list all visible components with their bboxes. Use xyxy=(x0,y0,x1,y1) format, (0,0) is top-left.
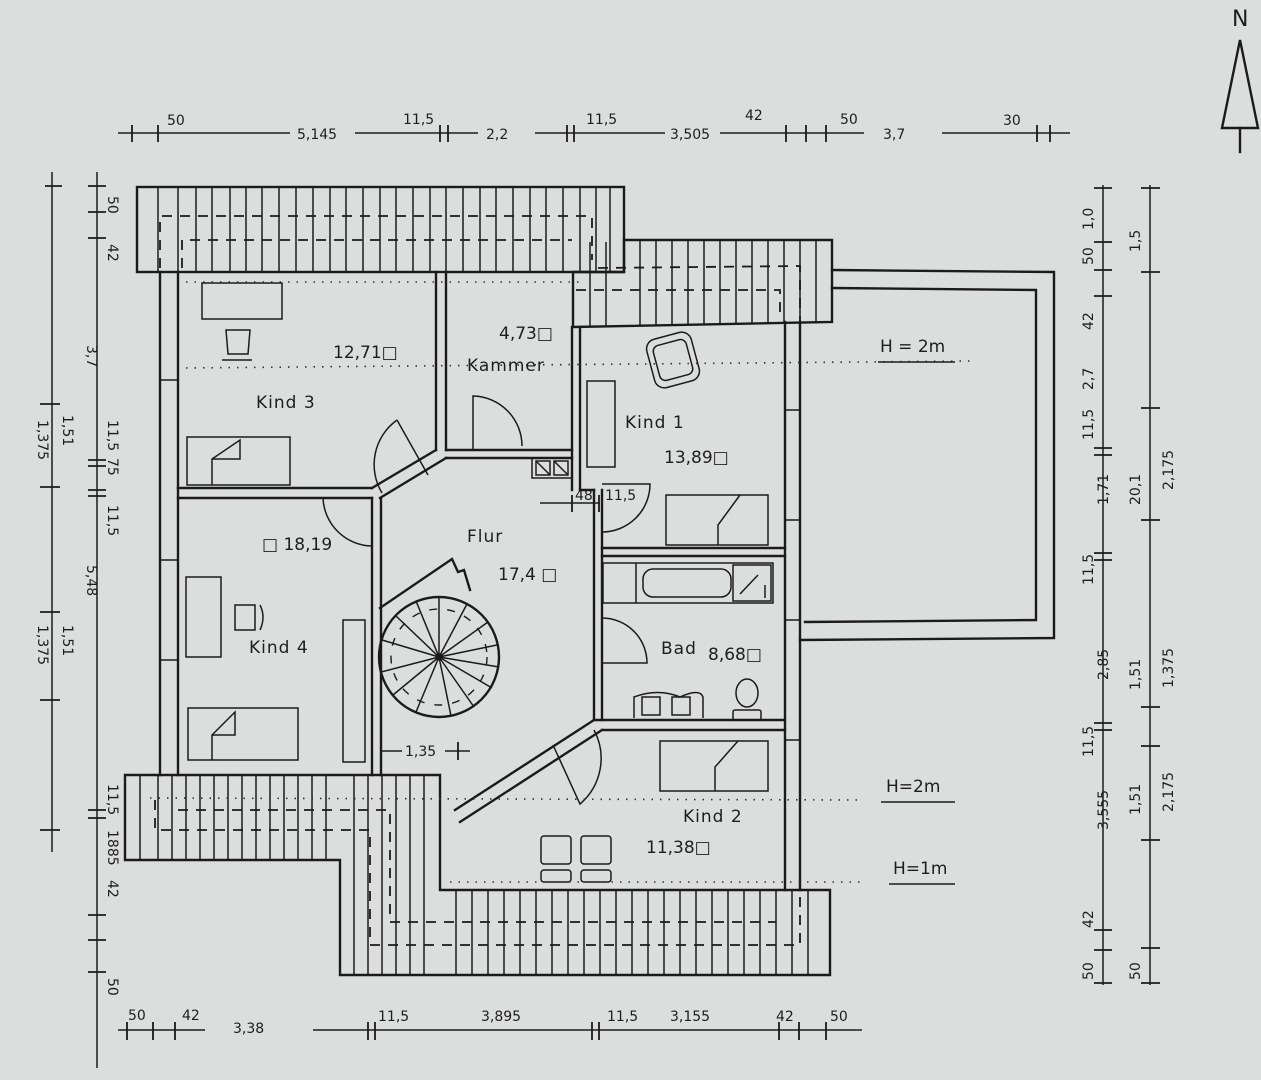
svg-text:42: 42 xyxy=(104,880,120,898)
room-labels: Kind 3 12,71□ 4,73□ Kammer Kind 1 13,89□… xyxy=(249,324,762,858)
svg-text:50: 50 xyxy=(128,1008,146,1024)
svg-text:11,5: 11,5 xyxy=(403,112,434,128)
svg-text:H = 2m: H = 2m xyxy=(880,337,945,357)
svg-text:50: 50 xyxy=(830,1009,848,1025)
svg-text:2,175: 2,175 xyxy=(1161,450,1177,490)
svg-text:3,155: 3,155 xyxy=(670,1009,710,1025)
svg-text:11,5: 11,5 xyxy=(586,112,617,128)
room-kind4: □ 18,19 Kind 4 xyxy=(249,535,332,658)
svg-text:1885: 1885 xyxy=(104,830,120,866)
room-kind1: Kind 1 13,89□ xyxy=(625,413,729,468)
svg-text:2,175: 2,175 xyxy=(1161,772,1177,812)
room-bad: Bad 8,68□ xyxy=(661,639,762,665)
room-kammer: 4,73□ Kammer xyxy=(467,324,553,376)
svg-text:3,38: 3,38 xyxy=(233,1021,264,1037)
svg-text:Kind 1: Kind 1 xyxy=(625,413,685,433)
svg-text:1,5: 1,5 xyxy=(1128,230,1144,252)
svg-text:1,71: 1,71 xyxy=(1096,474,1112,505)
room-flur: Flur 17,4 □ xyxy=(467,527,557,585)
svg-text:17,4 □: 17,4 □ xyxy=(498,565,557,585)
svg-text:H=1m: H=1m xyxy=(893,859,947,879)
ceiling-height-lines xyxy=(149,281,971,883)
dimension-line-right: 1,0 50 42 2,7 11,5 1,71 11,5 2,85 11,5 3… xyxy=(1081,185,1177,985)
svg-text:50: 50 xyxy=(840,112,858,128)
svg-text:□ 18,19: □ 18,19 xyxy=(262,535,332,555)
svg-text:1,51: 1,51 xyxy=(1128,659,1144,690)
svg-text:2,7: 2,7 xyxy=(1081,368,1097,390)
dimension-line-top: 50 5,145 11,5 2,2 11,5 3,505 42 50 3,7 3… xyxy=(118,108,1070,143)
svg-text:42: 42 xyxy=(182,1008,200,1024)
north-arrow-icon: N xyxy=(1220,7,1260,154)
svg-text:2,2: 2,2 xyxy=(486,127,508,143)
svg-text:11,5: 11,5 xyxy=(104,784,120,815)
svg-text:H=2m: H=2m xyxy=(886,777,940,797)
svg-text:13,89□: 13,89□ xyxy=(664,448,729,468)
svg-text:42: 42 xyxy=(1081,312,1097,330)
svg-text:11,5: 11,5 xyxy=(104,420,120,451)
svg-text:Bad: Bad xyxy=(661,639,697,659)
svg-text:50: 50 xyxy=(1081,962,1097,980)
roof-overhang-top-left xyxy=(135,185,626,274)
svg-text:1,375: 1,375 xyxy=(34,625,50,665)
svg-text:Kammer: Kammer xyxy=(467,356,545,376)
svg-text:11,5: 11,5 xyxy=(607,1009,638,1025)
svg-text:2,85: 2,85 xyxy=(1096,649,1112,680)
svg-text:3,505: 3,505 xyxy=(670,127,710,143)
svg-text:1,375: 1,375 xyxy=(34,420,50,460)
svg-text:3,7: 3,7 xyxy=(83,345,99,367)
svg-text:50: 50 xyxy=(104,196,120,214)
svg-text:20,1: 20,1 xyxy=(1128,474,1144,505)
interior-dimensions: 48 11,5 1,35 xyxy=(381,488,636,760)
roof-overhang-top-right xyxy=(571,238,834,329)
svg-text:48: 48 xyxy=(575,488,593,504)
svg-text:5,48: 5,48 xyxy=(83,565,99,596)
svg-text:3,555: 3,555 xyxy=(1096,790,1112,830)
dimension-line-bottom: 50 42 3,38 11,5 3,895 11,5 3,155 42 50 xyxy=(118,1008,862,1040)
exterior-walls xyxy=(158,270,802,892)
doors xyxy=(322,395,651,806)
svg-text:Flur: Flur xyxy=(467,527,503,547)
svg-text:3,895: 3,895 xyxy=(481,1009,521,1025)
svg-text:1,375: 1,375 xyxy=(1161,648,1177,688)
svg-text:3,7: 3,7 xyxy=(883,127,905,143)
svg-text:42: 42 xyxy=(745,108,763,124)
spiral-staircase xyxy=(377,557,501,719)
svg-text:30: 30 xyxy=(1003,113,1021,129)
svg-text:1,51: 1,51 xyxy=(1128,784,1144,815)
svg-text:50: 50 xyxy=(1128,962,1144,980)
svg-text:11,5: 11,5 xyxy=(1081,409,1097,440)
svg-text:Kind 3: Kind 3 xyxy=(256,393,316,413)
svg-text:50: 50 xyxy=(104,978,120,996)
room-kind2: Kind 2 11,38□ xyxy=(646,807,743,858)
svg-text:11,5: 11,5 xyxy=(605,488,636,504)
svg-text:11,5: 11,5 xyxy=(1081,726,1097,757)
svg-text:42: 42 xyxy=(104,244,120,262)
svg-text:42: 42 xyxy=(776,1009,794,1025)
roof-overhang-bottom xyxy=(123,773,832,977)
svg-text:42: 42 xyxy=(1081,910,1097,928)
dimension-line-left: 50 42 3,7 11,5 75 11,5 5,48 11,5 1885 42… xyxy=(34,172,120,1068)
room-kind3: Kind 3 12,71□ xyxy=(256,343,398,413)
svg-text:N: N xyxy=(1232,7,1248,32)
furniture xyxy=(185,282,774,883)
svg-text:1,51: 1,51 xyxy=(59,625,75,656)
svg-text:50: 50 xyxy=(1081,247,1097,265)
svg-text:11,38□: 11,38□ xyxy=(646,838,711,858)
svg-text:Kind 4: Kind 4 xyxy=(249,638,309,658)
height-notes: H = 2m H=2m H=1m xyxy=(878,337,955,885)
svg-text:11,5: 11,5 xyxy=(1081,554,1097,585)
svg-text:1,35: 1,35 xyxy=(405,744,436,760)
svg-text:1,0: 1,0 xyxy=(1081,208,1097,230)
balcony-outline xyxy=(798,268,1056,642)
svg-text:4,73□: 4,73□ xyxy=(499,324,553,344)
svg-text:8,68□: 8,68□ xyxy=(708,645,762,665)
svg-text:50: 50 xyxy=(167,113,185,129)
svg-text:11,5: 11,5 xyxy=(378,1009,409,1025)
svg-text:12,71□: 12,71□ xyxy=(333,343,398,363)
svg-text:11,5: 11,5 xyxy=(104,505,120,536)
svg-text:5,145: 5,145 xyxy=(297,127,337,143)
svg-text:1,51: 1,51 xyxy=(59,415,75,446)
svg-text:Kind 2: Kind 2 xyxy=(683,807,743,827)
svg-text:75: 75 xyxy=(104,458,120,476)
